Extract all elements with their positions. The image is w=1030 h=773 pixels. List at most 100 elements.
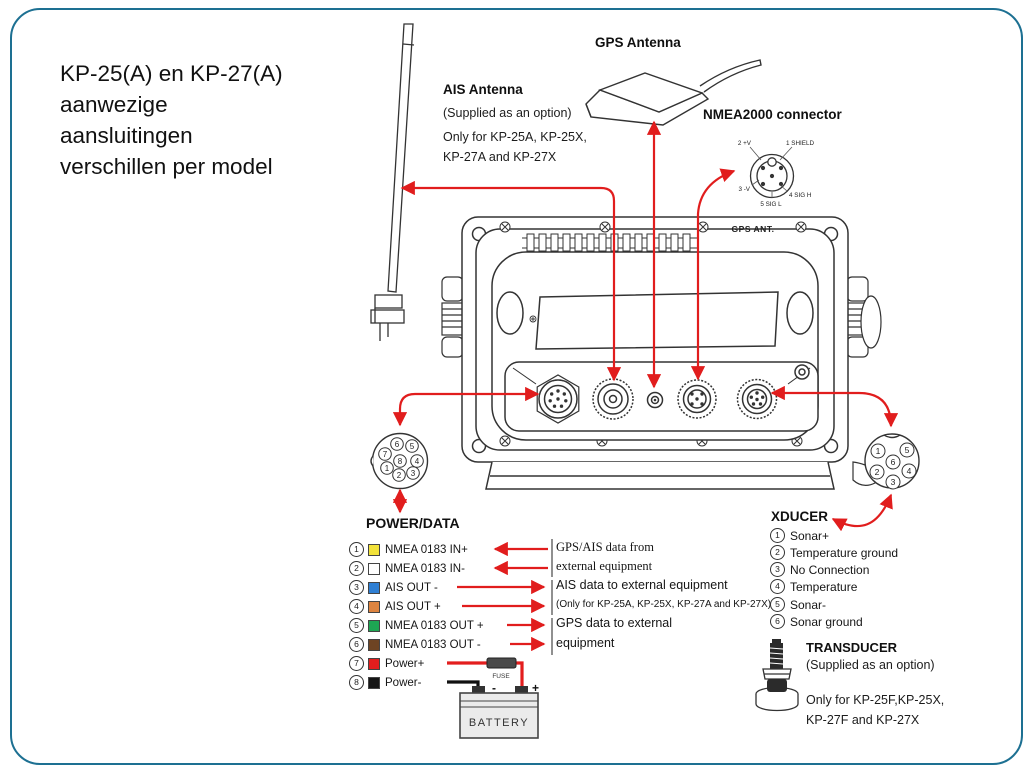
battery-drawing: BATTERY FUSE - + (447, 657, 539, 739)
transducer-only-models-2: KP-27F and KP-27X (806, 713, 920, 727)
pd-plug-pin: 1 (385, 464, 390, 473)
powerdata-pin-row: 4 AIS OUT + (349, 597, 441, 616)
gps-antenna-drawing (585, 59, 762, 126)
pin-label: Temperature (790, 579, 858, 594)
title-line: aansluitingen (60, 123, 193, 148)
pin-label: NMEA 0183 OUT + (385, 619, 484, 632)
pin-number: 7 (349, 656, 364, 671)
title-line: aanwezige (60, 92, 168, 117)
pd-plug-pin: 4 (415, 457, 420, 466)
pin-label: Temperature ground (790, 545, 899, 560)
pin-label: NMEA 0183 IN- (385, 562, 465, 575)
pd-plug-pin: 6 (395, 440, 400, 449)
xducer-pin-row: 5 Sonar- (770, 596, 826, 613)
wire-color-chip (368, 581, 380, 594)
xducer-plug-drawing: 1 5 6 2 4 3 (864, 433, 920, 490)
nmea-pin5-label: 5 SIG L (760, 201, 782, 208)
annotation-gps-ais-in-line1: GPS/AIS data from (556, 540, 654, 554)
powerdata-pin-row: 2 NMEA 0183 IN- (349, 559, 465, 578)
pin-label: No Connection (790, 562, 870, 577)
device-gps-ant-label: GPS ANT. (732, 224, 775, 234)
wire-color-chip (368, 657, 380, 670)
xducer-pin-row: 1 Sonar+ (770, 527, 829, 544)
powerdata-plug-drawing: 6 5 7 8 4 1 2 3 (370, 432, 429, 490)
annotation-gps-out-line1: GPS data to external (556, 616, 673, 630)
nmea-pin1-label: 1 SHIELD (786, 140, 814, 147)
title-line: KP-25(A) en KP-27(A) (60, 61, 283, 86)
annotation-gps-out-line2: equipment (556, 636, 615, 650)
pin-number: 1 (349, 542, 364, 557)
pin-number: 4 (349, 599, 364, 614)
xd-plug-pin: 4 (907, 466, 912, 476)
nmea2000-connector-drawing: 2 +V 1 SHIELD 3 -V 4 SIG H 5 SIG L (738, 140, 815, 208)
gps-antenna-label: GPS Antenna (595, 35, 681, 50)
xd-plug-pin: 6 (891, 457, 896, 467)
pd-plug-pin: 7 (383, 450, 388, 459)
wire-color-chip (368, 676, 380, 689)
wire-color-chip (368, 619, 380, 632)
pin-number: 3 (770, 562, 785, 577)
ais-antenna-only-models-1: Only for KP-25A, KP-25X, (443, 130, 587, 144)
pin-label: NMEA 0183 IN+ (385, 543, 468, 556)
page-title: KP-25(A) en KP-27(A) aanwezige aansluiti… (60, 58, 283, 182)
xducer-pin-row: 2 Temperature ground (770, 544, 898, 561)
xducer-pin-row: 3 No Connection (770, 561, 869, 578)
ais-whip-antenna-drawing (370, 23, 415, 341)
nmea2000-title: NMEA2000 connector (703, 107, 842, 122)
xducer-title: XDUCER (771, 509, 829, 524)
powerdata-pin-row: 6 NMEA 0183 OUT - (349, 635, 481, 654)
wire-color-chip (368, 638, 380, 651)
powerdata-pin-row: 8 Power- (349, 673, 421, 692)
page-border (10, 8, 1023, 765)
nmea-pin2-label: 2 +V (738, 140, 752, 147)
pin-label: Sonar- (790, 597, 827, 612)
pin-number: 1 (770, 528, 785, 543)
pd-plug-pin: 3 (411, 469, 416, 478)
pin-label: AIS OUT + (385, 600, 441, 613)
powerdata-pin-row: 3 AIS OUT - (349, 578, 438, 597)
powerdata-title: POWER/DATA (366, 515, 460, 531)
ais-antenna-label: AIS Antenna (443, 82, 523, 97)
pin-label: Power- (385, 676, 422, 689)
transducer-drawing (755, 639, 799, 712)
transducer-only-models-1: Only for KP-25F,KP-25X, (806, 693, 945, 707)
pin-number: 3 (349, 580, 364, 595)
xd-plug-pin: 3 (891, 477, 896, 487)
xd-plug-pin: 5 (905, 445, 910, 455)
pin-number: 5 (349, 618, 364, 633)
annotation-gps-ais-in-line2: external equipment (556, 559, 653, 573)
pd-plug-pin: 5 (410, 442, 415, 451)
pin-number: 2 (770, 545, 785, 560)
powerdata-pin-row: 5 NMEA 0183 OUT + (349, 616, 484, 635)
xd-plug-pin: 2 (875, 467, 880, 477)
powerdata-plug-arrow (392, 386, 540, 427)
pin-label: Sonar ground (790, 614, 863, 629)
transducer-title: TRANSDUCER (806, 640, 897, 655)
battery-minus-sign: - (492, 681, 496, 695)
annotation-ais-out-note: (Only for KP-25A, KP-25X, KP-27A and KP-… (556, 599, 772, 610)
pin-label: Power+ (385, 657, 425, 670)
wire-color-chip (368, 600, 380, 613)
xducer-plug-arrow (770, 385, 899, 428)
pin-label: AIS OUT - (385, 581, 438, 594)
ais-antenna-note: (Supplied as an option) (443, 106, 572, 120)
pin-number: 2 (349, 561, 364, 576)
pin-number: 6 (349, 637, 364, 652)
ais-antenna-only-models-2: KP-27A and KP-27X (443, 150, 557, 164)
powerdata-pin-row: 7 Power+ (349, 654, 424, 673)
fuse-label: FUSE (492, 673, 510, 680)
nmea-pin4-label: 4 SIG H (789, 192, 812, 199)
xducer-pin-row: 6 Sonar ground (770, 613, 863, 630)
pd-plug-pin: 2 (397, 471, 402, 480)
nmea2000-arrow (690, 168, 736, 381)
pin-label: Sonar+ (790, 528, 830, 543)
pin-number: 8 (349, 675, 364, 690)
transducer-note: (Supplied as an option) (806, 658, 935, 672)
xd-plug-pin: 1 (876, 446, 881, 456)
battery-label: BATTERY (469, 717, 529, 729)
pin-number: 4 (770, 579, 785, 594)
pin-number: 6 (770, 614, 785, 629)
battery-plus-sign: + (532, 681, 539, 695)
title-line: verschillen per model (60, 154, 273, 179)
